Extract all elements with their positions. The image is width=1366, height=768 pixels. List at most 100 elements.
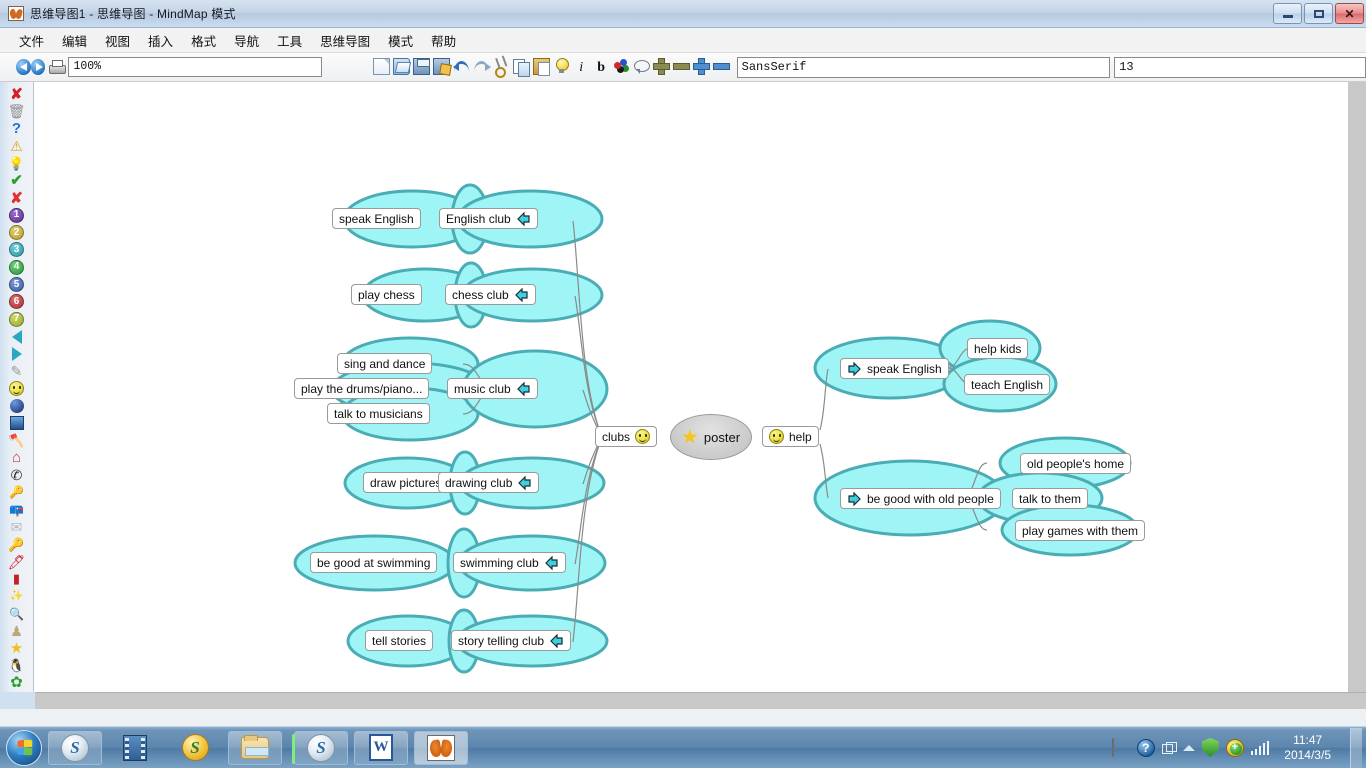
sidebar-trash-icon[interactable]: 🗑 bbox=[7, 103, 26, 120]
sidebar-number-5-icon[interactable]: 5 bbox=[6, 276, 28, 293]
paste-button[interactable] bbox=[532, 58, 551, 76]
node-sing-and-dance[interactable]: sing and dance bbox=[337, 353, 433, 374]
taskbar-kingsoft[interactable]: S bbox=[168, 731, 222, 765]
sidebar-lightbulb-icon[interactable]: 💡 bbox=[8, 155, 25, 171]
help-icon[interactable]: ? bbox=[1136, 738, 1155, 757]
window-switch-icon[interactable] bbox=[1161, 741, 1177, 754]
mindmap-canvas[interactable]: speak English English club play chess ch… bbox=[35, 82, 1348, 692]
node-story-telling-club[interactable]: story telling club bbox=[451, 630, 572, 651]
node-teach-english[interactable]: teach English bbox=[964, 374, 1051, 395]
menu-insert[interactable]: 插入 bbox=[148, 34, 174, 49]
close-button[interactable]: ✕ bbox=[1335, 3, 1364, 24]
sidebar-number-7-icon[interactable]: 7 bbox=[6, 311, 28, 327]
node-clubs-hub[interactable]: clubs bbox=[595, 426, 658, 447]
bold-button[interactable]: b bbox=[593, 58, 611, 76]
node-music-club[interactable]: music club bbox=[447, 378, 538, 399]
show-desktop-button[interactable] bbox=[1350, 727, 1362, 768]
sidebar-pencil-icon[interactable]: ✎ bbox=[10, 363, 23, 380]
maximize-button[interactable] bbox=[1304, 3, 1333, 24]
redo-button[interactable] bbox=[473, 58, 491, 76]
taskbar-explorer[interactable] bbox=[228, 730, 282, 765]
sidebar-blue-box-icon[interactable] bbox=[6, 415, 28, 431]
undo-button[interactable] bbox=[452, 58, 471, 76]
sidebar-star-icon[interactable]: ★ bbox=[9, 639, 24, 657]
sidebar-blue-ball-icon[interactable] bbox=[6, 398, 28, 414]
plus-olive-button[interactable] bbox=[652, 58, 671, 76]
node-help-hub[interactable]: help bbox=[762, 426, 819, 447]
node-tell-stories[interactable]: tell stories bbox=[365, 630, 434, 651]
horizontal-scrollbar[interactable] bbox=[35, 692, 1366, 709]
open-file-button[interactable] bbox=[392, 58, 411, 76]
taskbar-media-player[interactable] bbox=[108, 731, 162, 765]
sidebar-arrow-right-icon[interactable] bbox=[6, 346, 28, 362]
menu-file[interactable]: 文件 bbox=[19, 34, 45, 49]
sidebar-red-cross-icon[interactable]: ✘ bbox=[10, 189, 23, 207]
italic-button[interactable]: i bbox=[573, 58, 591, 76]
node-play-chess[interactable]: play chess bbox=[351, 284, 422, 305]
sidebar-number-6-icon[interactable]: 6 bbox=[6, 294, 28, 310]
update-icon[interactable]: + bbox=[1225, 738, 1244, 757]
back-arrow-icon[interactable] bbox=[16, 59, 31, 75]
cut-button[interactable] bbox=[493, 58, 511, 78]
sidebar-number-3-icon[interactable]: 3 bbox=[6, 242, 28, 258]
lightbulb-button[interactable] bbox=[553, 58, 571, 76]
sidebar-pen-icon[interactable]: 🖊 bbox=[7, 553, 26, 570]
clock[interactable]: 11:47 2014/3/5 bbox=[1276, 733, 1339, 763]
network-signal-icon[interactable] bbox=[1250, 740, 1270, 755]
sidebar-stamp-icon[interactable]: ▮ bbox=[12, 571, 21, 587]
sidebar-penguin-icon[interactable]: 🐧 bbox=[8, 657, 25, 673]
node-english-club[interactable]: English club bbox=[439, 208, 538, 229]
node-swimming-club[interactable]: swimming club bbox=[453, 552, 566, 573]
taskbar-sogou-pinyin[interactable]: S bbox=[48, 730, 102, 765]
menu-navigate[interactable]: 导航 bbox=[234, 34, 260, 49]
minimize-button[interactable] bbox=[1273, 3, 1302, 24]
menu-edit[interactable]: 编辑 bbox=[62, 34, 88, 49]
printer-icon[interactable] bbox=[48, 60, 67, 74]
start-button[interactable] bbox=[6, 729, 42, 766]
sidebar-pawn-icon[interactable]: ♟ bbox=[10, 622, 23, 639]
plus-blue-button[interactable] bbox=[692, 58, 711, 76]
cloud-node-button[interactable] bbox=[613, 58, 631, 76]
node-draw-pictures[interactable]: draw pictures bbox=[363, 472, 449, 493]
balloon-button[interactable] bbox=[633, 58, 651, 76]
node-drawing-club[interactable]: drawing club bbox=[438, 472, 540, 493]
sidebar-warning-icon[interactable]: ⚠ bbox=[10, 138, 23, 155]
taskbar-freemind[interactable] bbox=[414, 730, 468, 765]
menu-format[interactable]: 格式 bbox=[191, 34, 217, 49]
sidebar-arrow-left-icon[interactable] bbox=[6, 328, 28, 344]
save-button[interactable] bbox=[412, 58, 431, 76]
sidebar-smiley-icon[interactable] bbox=[6, 380, 28, 396]
sidebar-magnifier-icon[interactable]: 🔍 bbox=[9, 606, 24, 621]
node-help-kids[interactable]: help kids bbox=[967, 338, 1029, 359]
minus-blue-button[interactable] bbox=[712, 58, 731, 76]
sidebar-green-check-icon[interactable]: ✔ bbox=[10, 172, 23, 190]
sidebar-flower-icon[interactable]: ✿ bbox=[10, 674, 23, 692]
sidebar-phone-icon[interactable]: ✆ bbox=[10, 467, 23, 484]
node-chess-club[interactable]: chess club bbox=[445, 284, 536, 305]
menu-help[interactable]: 帮助 bbox=[431, 34, 457, 49]
copy-button[interactable] bbox=[512, 58, 531, 77]
menu-tools[interactable]: 工具 bbox=[277, 34, 303, 49]
security-shield-icon[interactable] bbox=[1201, 738, 1219, 757]
new-file-button[interactable] bbox=[372, 58, 391, 76]
sidebar-envelope-icon[interactable]: ✉ bbox=[10, 518, 23, 535]
sidebar-mailbox-icon[interactable]: 📪 bbox=[9, 502, 24, 517]
sidebar-key-note-icon[interactable]: 🔑 bbox=[9, 485, 24, 500]
node-be-good-at-swimming[interactable]: be good at swimming bbox=[310, 552, 438, 573]
node-speak-english-left[interactable]: speak English bbox=[332, 208, 421, 229]
sidebar-number-1-icon[interactable]: 1 bbox=[6, 207, 28, 223]
font-size-input[interactable]: 13 bbox=[1114, 56, 1366, 78]
save-as-button[interactable] bbox=[432, 58, 451, 76]
node-talk-to-musicians[interactable]: talk to musicians bbox=[327, 403, 430, 424]
sidebar-magic-wand-icon[interactable]: ✨ bbox=[9, 589, 24, 602]
show-hidden-icons-icon[interactable] bbox=[1182, 744, 1195, 751]
sidebar-number-2-icon[interactable]: 2 bbox=[6, 225, 28, 241]
taskbar-word[interactable]: W bbox=[354, 730, 408, 765]
node-old-peoples-home[interactable]: old people's home bbox=[1020, 453, 1132, 474]
font-family-input[interactable]: SansSerif bbox=[736, 56, 1111, 78]
node-speak-english-right[interactable]: speak English bbox=[840, 358, 949, 379]
node-play-games-with-them[interactable]: play games with them bbox=[1015, 520, 1146, 541]
menu-mode[interactable]: 模式 bbox=[388, 34, 414, 49]
node-talk-to-them[interactable]: talk to them bbox=[1012, 488, 1089, 509]
sidebar-red-x-icon[interactable]: ✘ bbox=[10, 85, 23, 103]
